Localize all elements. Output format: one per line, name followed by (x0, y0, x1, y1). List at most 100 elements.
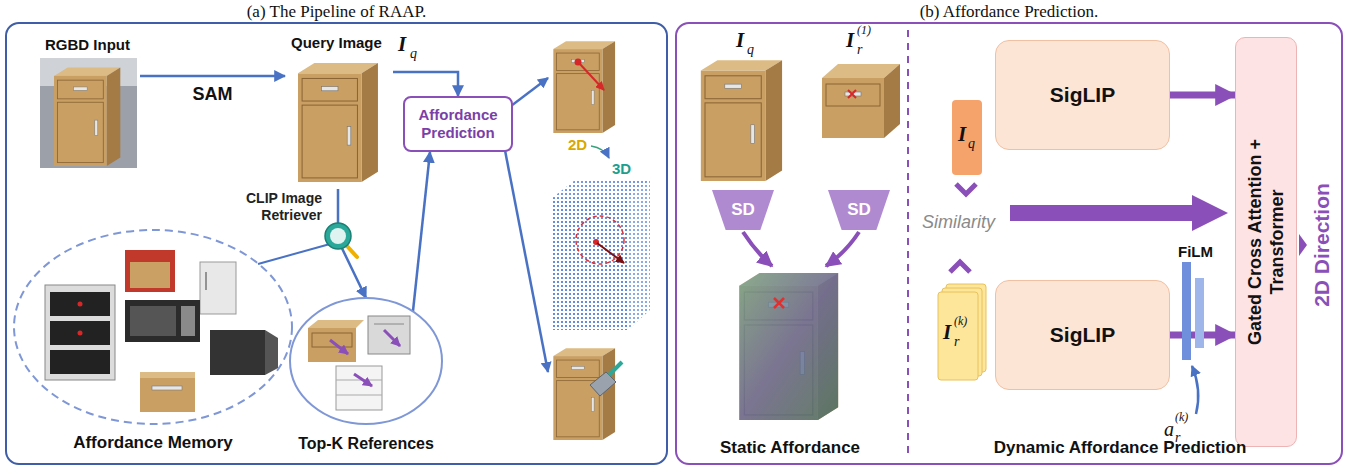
label-holder: 3D (612, 160, 631, 177)
reference-grey-drawer-line (374, 324, 404, 325)
reference-token-bar (938, 292, 978, 380)
output-label: 2D Direction (1310, 183, 1334, 307)
label-holder: I (398, 32, 406, 57)
label-holder: Similarity (922, 212, 995, 233)
label-holder: SAM (193, 84, 233, 105)
node-outline (288, 296, 444, 426)
node-text: SigLIP (1050, 83, 1115, 107)
top-k-references: Top-K References (288, 296, 444, 460)
film-bar (1195, 278, 1204, 348)
lift-arrow (591, 146, 609, 158)
label-holder: r (857, 42, 862, 58)
ellipse-shape (14, 230, 292, 424)
node-text: Gated Cross Attention + Transformer (1244, 112, 1288, 372)
panel-divider (907, 30, 909, 458)
sd-encoder: SD (712, 190, 774, 230)
label-holder: (1) (857, 23, 871, 38)
memory-red-box (125, 250, 175, 292)
static-query-cabinet (701, 60, 782, 181)
reference-arrow (384, 330, 400, 346)
gripper-arm (609, 362, 622, 375)
point-cloud-front (552, 198, 628, 330)
label-holder: q (747, 42, 754, 58)
reference-cross (848, 90, 856, 98)
heatmap-cross (774, 298, 784, 308)
rgbd-input-image: RGBD Input (35, 36, 140, 171)
output-cabinet-2d (553, 41, 615, 133)
label-holder: r (1175, 430, 1180, 446)
math-subscript: q (747, 42, 754, 58)
reference-front (822, 78, 884, 138)
affordance-memory: Affordance Memory (12, 228, 294, 460)
sd-encoder: SD (828, 190, 890, 230)
query-image: Query Image (285, 34, 393, 189)
gripper (590, 372, 616, 396)
memory-wood-box-handle (152, 386, 182, 390)
section-label: Static Affordance (720, 438, 860, 458)
label-holder: a (1164, 418, 1174, 441)
pipeline-panel: (a) The Pipeline of RAAP.RGBD InputQuery… (5, 22, 668, 465)
label-holder: CLIP Image Retriever (222, 190, 322, 224)
point-cloud-side (628, 180, 650, 330)
math-symbol: a (1164, 418, 1174, 441)
label-holder: q (410, 46, 417, 62)
node-text: Query Image (285, 34, 393, 51)
label-holder: FiLM (1178, 243, 1213, 260)
query-token-bar (952, 100, 982, 175)
magnifier-rim (325, 223, 351, 249)
node-text: (b) Affordance Prediction. (677, 2, 1341, 22)
magnifier-handle (347, 246, 357, 257)
node-outline (12, 228, 294, 426)
label-holder: q (968, 136, 975, 152)
label-holder: Dynamic Affordance Prediction (994, 438, 1247, 458)
node-text: (a) The Pipeline of RAAP. (7, 2, 666, 22)
memory-shelf (45, 285, 115, 380)
query-cabinet (298, 63, 378, 182)
memory-shelf-drawer (50, 350, 110, 374)
reference-wood-box-top (308, 320, 364, 328)
trapezoid-shape (712, 190, 774, 230)
trapezoid-shape (828, 190, 890, 230)
reference-grey-drawer (368, 316, 410, 354)
film-bar (1182, 262, 1191, 360)
affordance-prediction-panel: (b) Affordance Prediction.SDSDSigLIPSigL… (675, 22, 1343, 465)
math-subscript: q (968, 136, 975, 152)
memory-shelf-drawer (50, 292, 110, 316)
connector (140, 75, 285, 78)
math-symbol: I (398, 32, 406, 57)
retriever-label: CLIP Image Retriever (222, 190, 322, 224)
output-arrow (503, 140, 548, 372)
dimension-label: 3D (612, 160, 631, 177)
memory-microwave-window (130, 306, 176, 336)
label-holder: (k) (954, 314, 967, 329)
reference-arrow (354, 374, 372, 386)
edge-label: SAM (193, 84, 233, 105)
ellipse-shape (290, 298, 442, 424)
label-holder: 2D (568, 136, 587, 153)
label-holder: Static Affordance (720, 438, 860, 458)
heatmap-overlay (739, 273, 838, 420)
reference-white-drawer-line (336, 380, 382, 381)
heatmap-cabinet (739, 273, 838, 420)
label-holder: (k) (1175, 410, 1188, 425)
node-text: SD (847, 200, 871, 220)
memory-shelf-drawer (50, 321, 110, 345)
reference-drawer (826, 84, 880, 106)
output-cabinet-grasp (553, 348, 615, 440)
connector (1170, 92, 1235, 99)
node-text: RGBD Input (35, 36, 140, 53)
memory-wood-box-top (140, 372, 195, 378)
grasp-region (576, 216, 624, 264)
node-text: SD (731, 200, 755, 220)
chevron (956, 184, 976, 194)
math-subscript: q (410, 46, 417, 62)
output-chevron (1299, 234, 1307, 256)
reference-wood-box (308, 328, 356, 362)
rgbd-photo-floor (40, 58, 137, 168)
affordance-prediction-box: Affordance Prediction (403, 96, 513, 152)
label-holder: I (846, 28, 854, 53)
math-symbol: I (846, 28, 854, 53)
magnifier-glass (330, 228, 346, 244)
math-subscript: r (857, 42, 862, 58)
rgbd-cabinet (54, 67, 120, 166)
